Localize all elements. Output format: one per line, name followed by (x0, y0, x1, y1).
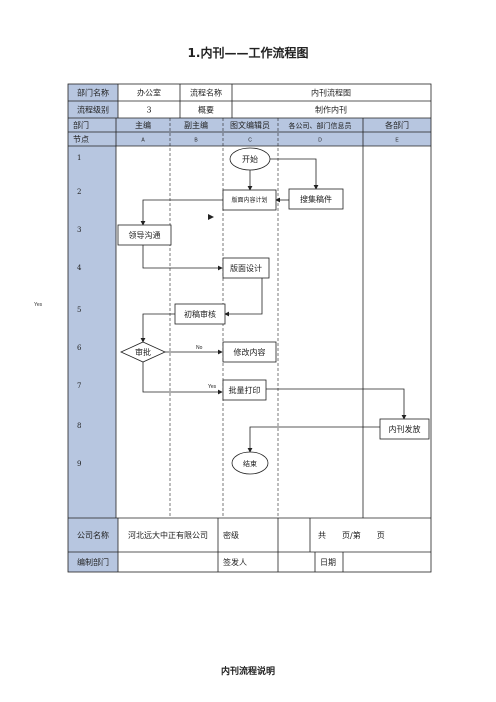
header-shading (68, 84, 431, 572)
row-number: 5 (77, 306, 81, 314)
row-number: 2 (77, 188, 81, 196)
row-number: 1 (77, 154, 81, 162)
department-row-label: 部门 (73, 120, 89, 130)
column-dept-c: 图文编辑员 (230, 120, 270, 130)
start-label: 开始 (242, 154, 258, 164)
column-dept-a: 主编 (135, 120, 151, 130)
yes-branch-label: Yes (208, 384, 217, 390)
row-number: 4 (77, 264, 82, 272)
start-terminator (229, 147, 271, 171)
modify-box (222, 341, 277, 363)
plan-box (222, 189, 277, 211)
summary-label: 概要 (198, 105, 214, 115)
design-label: 版面设计 (230, 263, 262, 273)
issuer-label: 签发人 (223, 557, 247, 567)
section-title: 内刊流程说明 (220, 667, 275, 677)
column-node-d: D (318, 138, 322, 144)
approve-decision (120, 341, 166, 363)
flow-connectors (140, 158, 407, 453)
no-branch-label: No (196, 345, 203, 351)
company-name-label: 公司名称 (77, 530, 109, 540)
row-number: 9 (77, 460, 81, 468)
row-number: 7 (77, 382, 81, 390)
end-label: 结束 (243, 459, 257, 468)
stray-arrowhead (208, 214, 214, 220)
plan-label: 版面内容计划 (231, 196, 267, 204)
print-box (222, 379, 267, 401)
column-node-e: E (395, 138, 399, 144)
page-count: 共 页/第 页 (318, 530, 385, 540)
compiling-dept-label: 编制部门 (77, 557, 109, 567)
communicate-box (117, 224, 172, 246)
column-dept-e: 各部门 (385, 120, 409, 130)
distribute-box (379, 418, 430, 440)
row-number: 3 (77, 226, 81, 234)
dept-name-label: 部门名称 (77, 88, 109, 98)
date-label: 日期 (320, 558, 336, 567)
communicate-label: 领导沟通 (129, 230, 161, 240)
row-number: 6 (77, 344, 82, 352)
process-level-label: 流程级别 (77, 105, 109, 115)
column-node-b: B (194, 138, 198, 144)
end-terminator (231, 451, 269, 475)
row-number: 8 (77, 422, 81, 430)
company-name-value: 河北远大中正有限公司 (128, 530, 208, 540)
secret-level-label: 密级 (223, 530, 239, 540)
first-review-box (174, 303, 226, 325)
collect-label: 搜集稿件 (300, 194, 332, 204)
column-dept-d: 各公司、部门信息员 (289, 121, 352, 130)
print-label: 批量打印 (229, 385, 261, 395)
table-grid (67, 83, 432, 573)
dept-name-value: 办公室 (137, 88, 161, 98)
modify-label: 修改内容 (234, 347, 266, 357)
process-name-label: 流程名称 (190, 88, 222, 98)
design-box (222, 257, 270, 279)
summary-value: 制作内刊 (315, 105, 347, 115)
margin-yes-label: Yes (34, 302, 43, 308)
row-numbers: 1 2 3 4 5 6 7 8 9 (77, 154, 82, 468)
first-review-label: 初稿审核 (184, 309, 216, 319)
column-dept-b: 副主编 (184, 120, 208, 130)
node-row-label: 节点 (73, 135, 89, 144)
distribute-label: 内刊发放 (389, 424, 421, 434)
process-level-value: 3 (146, 106, 151, 115)
column-node-a: A (141, 138, 145, 144)
column-node-c: C (248, 138, 252, 144)
process-name-value: 内刊流程图 (311, 88, 351, 98)
approve-label: 审批 (135, 347, 151, 357)
collect-box (288, 188, 344, 210)
page-title: 1.内刊——工作流程图 (187, 46, 309, 60)
